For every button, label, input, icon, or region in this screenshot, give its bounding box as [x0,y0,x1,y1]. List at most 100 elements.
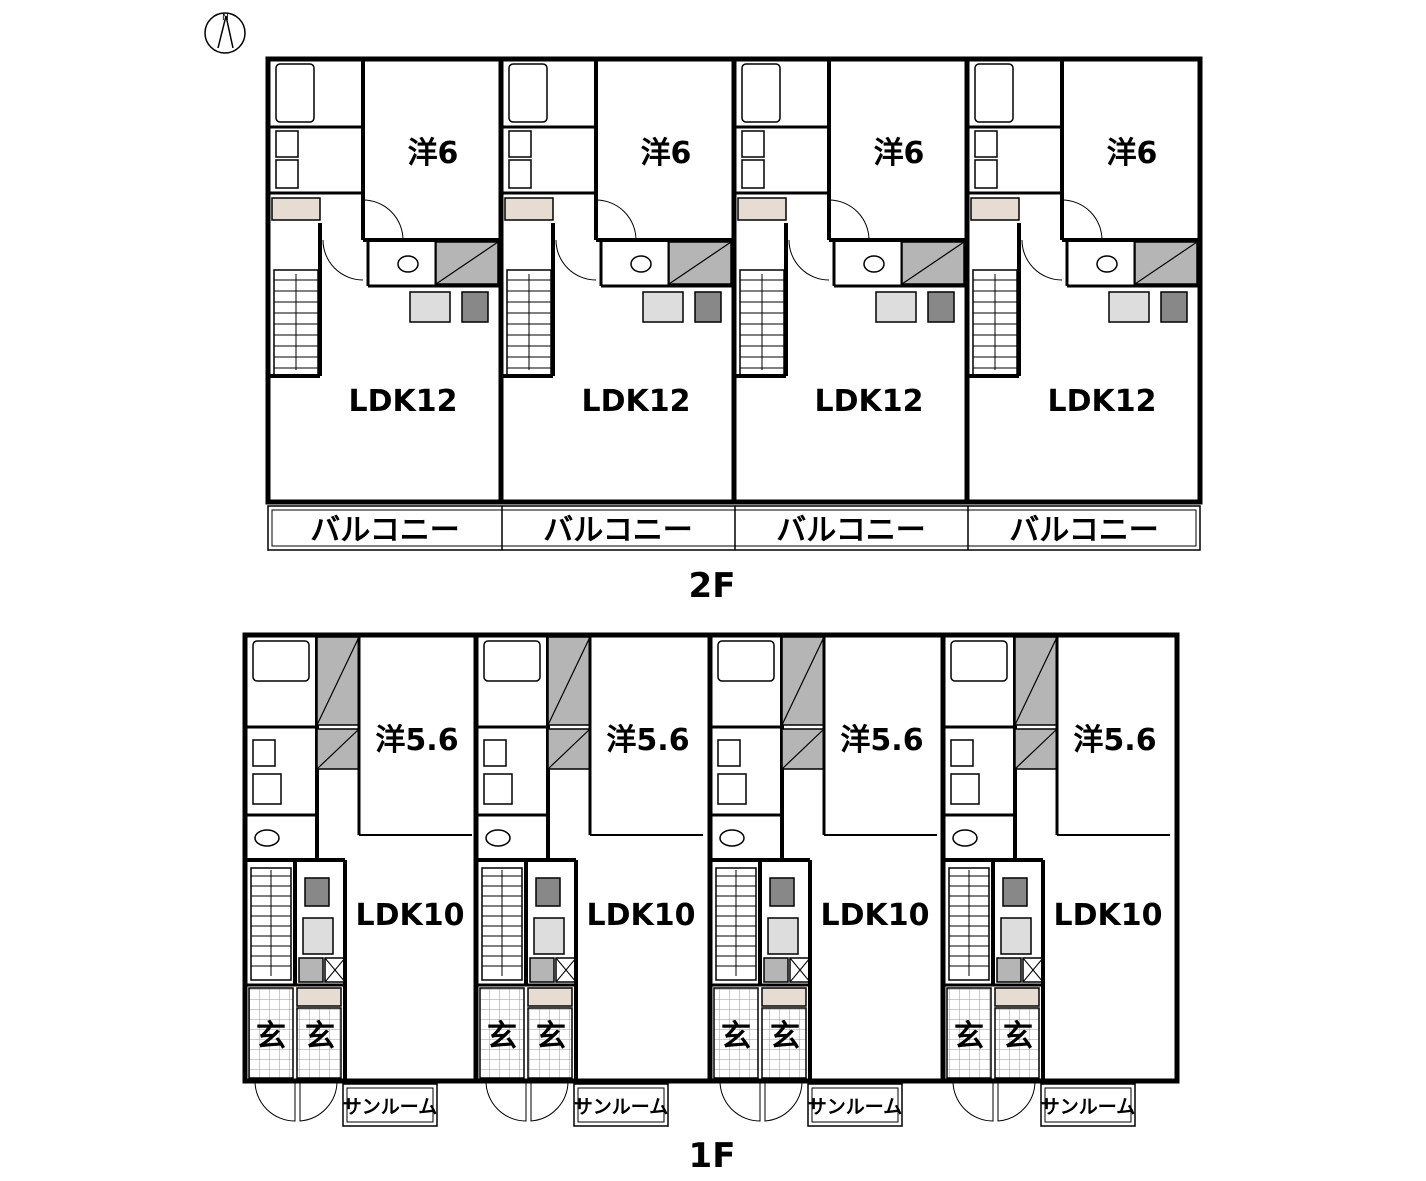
storage-icon [271,197,321,221]
sink-icon [875,291,917,323]
stove-icon [535,877,561,907]
sunroom-box [573,1083,669,1127]
door-swing-icon [595,199,637,241]
stove-icon [694,291,722,323]
entrance-tile [248,987,294,1079]
washbasin-icon [252,739,276,767]
entrance-label: 玄 [256,1019,286,1054]
door-swing-icon [719,1080,761,1122]
washer-icon [252,773,282,805]
stove-icon [1160,291,1188,323]
washer-icon [950,773,980,805]
washbasin-icon [508,130,532,158]
entrance-tile [946,987,992,1079]
entrance-label: 玄 [954,1019,984,1054]
door-swing-icon [485,1080,527,1122]
door-swing-icon [555,239,597,281]
staircase-icon [972,269,1018,377]
washbasin-icon [483,739,507,767]
bathtub-icon [483,640,541,682]
shoebox-icon [761,987,807,1007]
staircase-icon [250,867,292,981]
svg-text:N: N [222,13,229,23]
bathtub-icon [508,63,548,123]
sunroom-label: サンルーム [1041,1096,1135,1118]
entrance-tile [296,1007,342,1079]
washbasin-icon [950,739,974,767]
door-swing-icon [254,1080,296,1122]
sink-icon [302,917,334,955]
toilet-icon [254,829,280,847]
washer-icon [741,159,765,189]
ldk-label: LDK12 [348,384,457,419]
entrance-tile [479,987,525,1079]
stove-icon [769,877,795,907]
entrance-label: 玄 [536,1019,566,1054]
sunroom-box [342,1083,438,1127]
bedroom-label: 洋5.6 [1073,723,1156,758]
door-swing-icon [530,1080,569,1122]
toilet-icon [485,829,511,847]
sink-icon [1000,917,1032,955]
door-swing-icon [788,239,830,281]
staircase-icon [506,269,552,377]
bathtub-icon [741,63,781,123]
sink-icon [533,917,565,955]
sink-icon [1108,291,1150,323]
ldk-label: LDK10 [586,898,695,933]
toilet-icon [630,255,652,273]
entrance-label: 玄 [487,1019,517,1054]
washer-icon [717,773,747,805]
entrance-tile [994,1007,1040,1079]
stove-icon [1002,877,1028,907]
staircase-icon [948,867,990,981]
storage-icon [529,957,555,983]
bathtub-icon [252,640,310,682]
bedroom-label: 洋6 [1107,136,1158,171]
bathtub-icon [950,640,1008,682]
sink-icon [767,917,799,955]
entrance-label: 玄 [770,1019,800,1054]
washer-icon [483,773,513,805]
washbasin-icon [974,130,998,158]
second-floor-plan [265,56,1203,551]
sunroom-label: サンルーム [574,1096,668,1118]
bedroom-label: 洋6 [408,136,459,171]
stove-icon [304,877,330,907]
door-swing-icon [322,239,364,281]
storage-icon [737,197,787,221]
storage-icon [298,957,324,983]
entrance-tile [761,1007,807,1079]
balcony-label: バルコニー [776,513,925,548]
bathtub-icon [275,63,315,123]
washer-icon [974,159,998,189]
unit-1f: 玄玄サンルーム 洋5.6LDK10 [478,635,703,1127]
entrance-tile [527,1007,573,1079]
toilet-icon [1096,255,1118,273]
storage-icon [504,197,554,221]
toilet-icon [397,255,419,273]
door-swing-icon [362,199,404,241]
storage-icon [970,197,1020,221]
stove-icon [461,291,489,323]
stove-icon [927,291,955,323]
ldk-label: LDK10 [820,898,929,933]
bathtub-icon [974,63,1014,123]
bedroom-label: 洋6 [874,136,925,171]
sink-icon [642,291,684,323]
ldk-label: LDK10 [1053,898,1162,933]
balcony-label: バルコニー [1009,513,1158,548]
sunroom-label: サンルーム [343,1096,437,1118]
toilet-icon [952,829,978,847]
staircase-icon [273,269,319,377]
floor-label-1f: 1F [689,1136,736,1176]
sunroom-box [1040,1083,1136,1127]
unit-1f: 玄玄サンルーム洋5.6LDK10 [945,635,1170,1127]
storage-icon [763,957,789,983]
sink-icon [409,291,451,323]
toilet-icon [719,829,745,847]
bedroom-label: 洋5.6 [606,723,689,758]
bedroom-label: 洋5.6 [375,723,458,758]
